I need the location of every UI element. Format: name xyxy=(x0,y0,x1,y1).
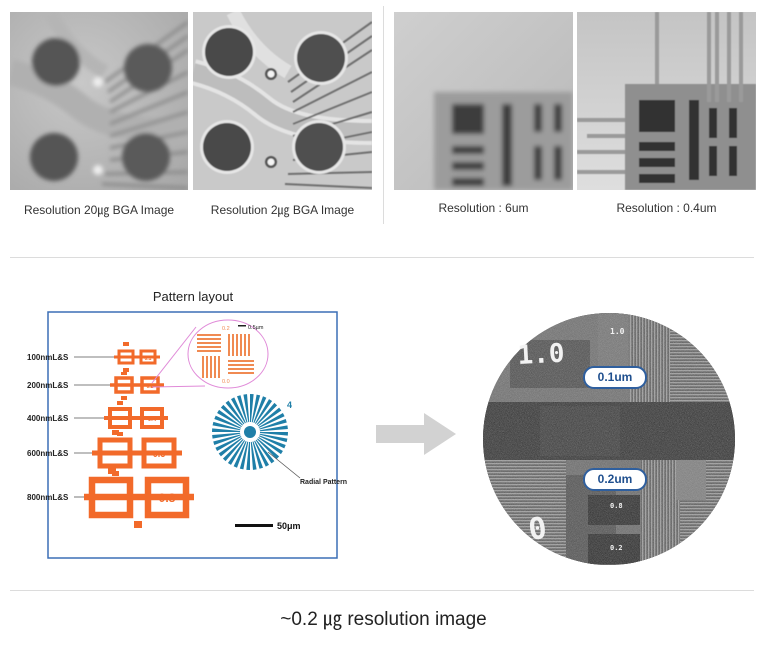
resolution-6um-caption: Resolution : 6um xyxy=(438,201,529,215)
zoom-bottom-label: 0.0 xyxy=(222,379,230,385)
label-100nm: 100nmL&S xyxy=(27,353,69,362)
radial-spoke xyxy=(217,409,242,427)
result-caption: ~0.2 ㎍ resolution image xyxy=(280,609,487,630)
section-divider-top xyxy=(10,257,754,258)
label-600nm: 600nmL&S xyxy=(27,449,69,458)
radial-spoke xyxy=(254,440,269,467)
radial-spoke xyxy=(257,438,280,460)
radial-pattern xyxy=(212,394,288,470)
resolution-0-4um-caption: Resolution : 0.4um xyxy=(616,201,717,215)
radial-spoke xyxy=(259,425,288,432)
sem-badge-0-2um: 0.2um xyxy=(583,468,647,491)
radial-spoke xyxy=(246,441,250,470)
sem-marking-0-2: 0.2 xyxy=(610,544,623,552)
radial-number: 4 xyxy=(287,400,292,410)
radial-spoke xyxy=(213,434,241,445)
resolution-0-4um-image xyxy=(577,12,756,190)
radial-spoke xyxy=(233,441,247,468)
radial-spoke xyxy=(256,402,278,425)
radial-spoke xyxy=(231,397,246,424)
radial-spoke xyxy=(225,400,245,425)
radial-spoke xyxy=(259,435,286,449)
bga-20um-caption: Resolution 20㎍ BGA Image xyxy=(23,203,175,217)
radial-spoke xyxy=(255,439,275,464)
section-divider-bottom xyxy=(10,590,754,591)
radial-spoke xyxy=(243,394,250,423)
radial-spoke xyxy=(257,407,282,427)
radial-spoke xyxy=(258,437,283,455)
bga-2um-image xyxy=(193,12,372,190)
radial-spoke xyxy=(215,436,242,451)
top-divider xyxy=(383,6,384,224)
pattern-layout-title: Pattern layout xyxy=(152,289,234,304)
label-800nm: 800nmL&S xyxy=(27,493,69,502)
radial-spoke xyxy=(250,441,257,470)
sem-marking-1-0-small: 1.0 xyxy=(610,327,625,336)
radial-spoke xyxy=(259,433,288,443)
arrow-icon xyxy=(376,413,456,455)
radial-spoke xyxy=(218,437,243,457)
radial-spoke xyxy=(227,440,245,465)
value-0-1: 0.1 xyxy=(145,356,152,362)
label-200nm: 200nmL&S xyxy=(27,381,69,390)
radial-spoke xyxy=(253,396,267,423)
sem-marking-1-0-large: 1.0 xyxy=(517,339,565,371)
scale-bar xyxy=(235,524,273,527)
zoom-top-label: 0.2 xyxy=(222,326,230,332)
radial-spoke xyxy=(239,441,249,470)
resolution-6um-image xyxy=(394,12,573,190)
radial-spoke xyxy=(212,432,241,439)
sem-marking-0-8: 0.8 xyxy=(610,502,623,510)
zoom-scale-label: 0.5µm xyxy=(248,325,264,331)
value-0-4: 0.4 xyxy=(148,417,157,423)
radial-spoke xyxy=(222,439,244,462)
radial-spoke xyxy=(214,415,241,429)
radial-spoke xyxy=(252,441,263,469)
label-400nm: 400nmL&S xyxy=(27,414,69,423)
sem-marking-0-large: 0 xyxy=(526,511,549,548)
sem-badge-0-1um: 0.1um xyxy=(583,366,647,389)
radial-spoke xyxy=(255,399,273,424)
value-0-6: 0.6 xyxy=(153,449,166,459)
radial-spoke xyxy=(237,395,248,423)
pattern-layout-diagram: 100nmL&S 200nmL&S 400nmL&S 600nmL&S 800n… xyxy=(27,311,347,559)
scale-bar-label: 50μm xyxy=(277,521,301,531)
sem-result-image: 1.0 1.0 0 0.8 0.2 xyxy=(483,313,735,565)
value-0-8: 0.8 xyxy=(159,491,176,505)
radial-spoke xyxy=(212,421,241,431)
radial-pattern-label: Radial Pattern xyxy=(300,479,347,486)
radial-center xyxy=(244,426,256,438)
radial-spoke xyxy=(259,419,287,430)
radial-spoke xyxy=(220,404,243,426)
radial-spoke xyxy=(258,413,285,428)
radial-spoke xyxy=(250,394,254,423)
value-0-2: 0.2 xyxy=(147,384,154,390)
radial-spoke xyxy=(251,394,261,423)
radial-spoke xyxy=(259,432,288,436)
bga-20um-image xyxy=(10,12,188,190)
radial-spoke xyxy=(212,428,241,432)
bga-2um-caption: Resolution 2㎍ BGA Image xyxy=(210,203,355,217)
